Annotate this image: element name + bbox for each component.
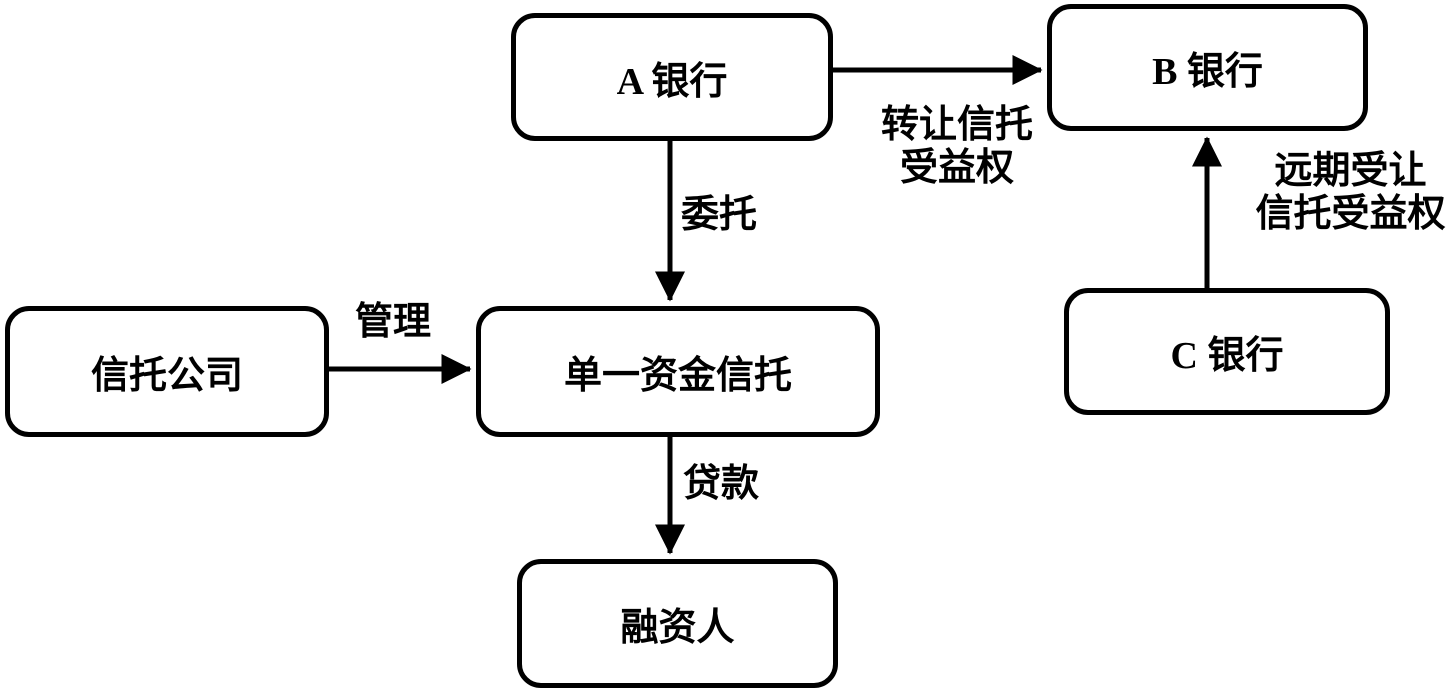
node-bank-a: A 银行 (511, 13, 833, 141)
node-financier: 融资人 (517, 559, 838, 688)
node-trust-company: 信托公司 (5, 306, 329, 437)
node-bank-a-label: A 银行 (616, 60, 728, 103)
node-trust-company-label: 信托公司 (90, 355, 243, 397)
edge-label-loan: 贷款 (683, 463, 760, 505)
edge-label-forward-transfer-trust-beneficiary: 远期受让 信托受益权 (1255, 150, 1446, 235)
edge-label-transfer-trust-beneficiary: 转让信托 受益权 (880, 104, 1033, 189)
node-bank-c-label: C 银行 (1170, 335, 1284, 377)
node-single-fund-trust: 单一资金信托 (476, 306, 880, 437)
node-bank-b-label: B 银行 (1152, 51, 1263, 93)
node-bank-b: B 银行 (1047, 4, 1368, 131)
edge-label-entrust: 委托 (681, 194, 758, 236)
node-single-fund-trust-label: 单一资金信托 (563, 355, 792, 397)
edge-label-manage: 管理 (355, 301, 432, 343)
node-bank-c: C 银行 (1064, 288, 1390, 415)
node-financier-label: 融资人 (620, 607, 735, 649)
